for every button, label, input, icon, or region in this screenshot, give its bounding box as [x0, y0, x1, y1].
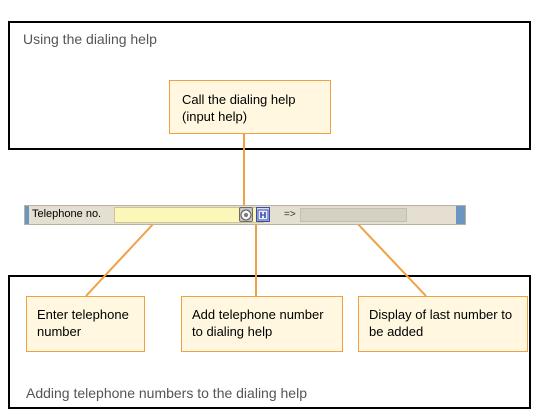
- callout-last-number-display: Display of last number to be added: [358, 296, 528, 352]
- callout-add-line-1: Add telephone number: [192, 307, 324, 322]
- add-to-dialing-help-button[interactable]: [256, 207, 270, 222]
- dialing-help-icon: [240, 209, 252, 220]
- toolbar-right-edge: [456, 206, 465, 224]
- callout-display-line-2: be added: [369, 324, 424, 339]
- telephone-input[interactable]: [114, 207, 264, 223]
- callout-call-line-2: (input help): [182, 109, 248, 124]
- callout-enter-line-2: number: [37, 324, 82, 339]
- dialing-help-button[interactable]: [239, 207, 253, 222]
- callout-display-line-1: Display of last number to: [369, 307, 513, 322]
- telephone-label: Telephone no.: [32, 208, 102, 220]
- callout-add-telephone-number: Add telephone number to dialing help: [181, 296, 343, 352]
- callout-call-line-1: Call the dialing help: [182, 92, 296, 107]
- connector-enter-number: [85, 221, 156, 297]
- callout-call-dialing-help: Call the dialing help (input help): [169, 80, 331, 134]
- telephone-toolbar: Telephone no. =>: [24, 205, 466, 225]
- add-to-dialing-help-icon: [257, 209, 269, 220]
- callout-enter-line-1: Enter telephone: [37, 307, 129, 322]
- using-dialing-help-title: Using the dialing help: [23, 31, 157, 47]
- callout-enter-telephone-number: Enter telephone number: [26, 296, 145, 352]
- connector-last-number: [355, 221, 427, 297]
- toolbar-left-edge: [25, 206, 29, 224]
- adding-numbers-title: Adding telephone numbers to the dialing …: [26, 385, 307, 401]
- last-number-display: [300, 208, 407, 222]
- callout-add-line-2: to dialing help: [192, 324, 273, 339]
- arrow-indicator: =>: [284, 209, 296, 220]
